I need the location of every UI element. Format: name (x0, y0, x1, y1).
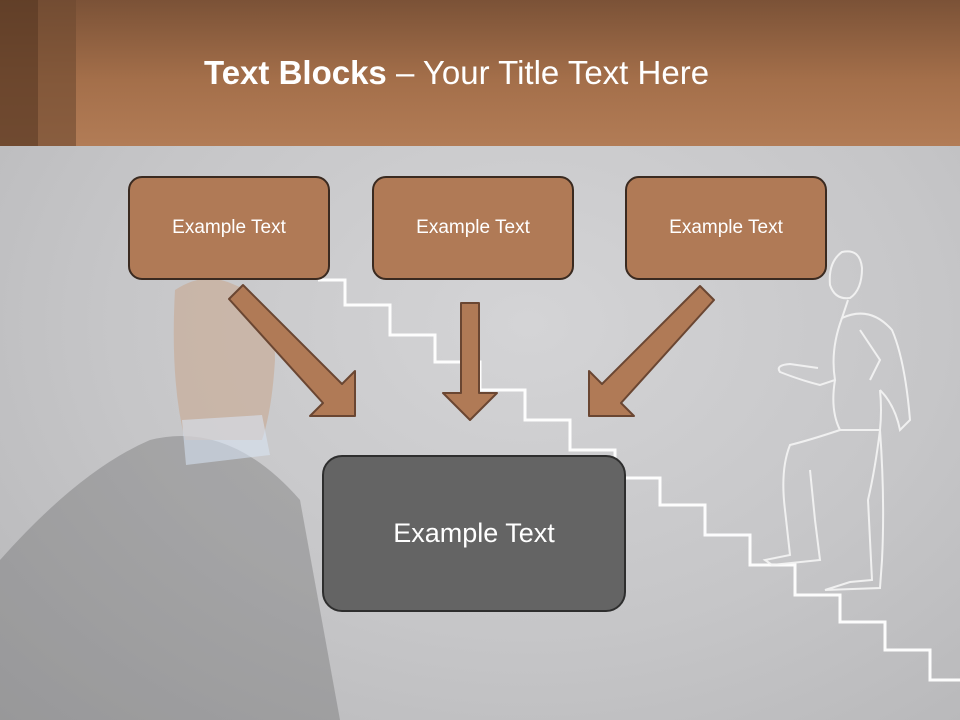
chalk-staircase (318, 278, 960, 682)
slide-title[interactable]: Text Blocks – Your Title Text Here (204, 54, 709, 92)
title-bar-accent-dark (0, 0, 38, 146)
text-block-center[interactable]: Example Text (322, 455, 626, 612)
title-bar-accent-light (38, 0, 76, 146)
text-block-middle[interactable]: Example Text (372, 176, 574, 280)
down-left-arrow-icon (588, 285, 715, 417)
text-block-right-label: Example Text (669, 217, 783, 238)
shirt-cuff-shape (182, 415, 270, 465)
down-right-arrow-icon (228, 284, 356, 417)
chalk-man-sketch (762, 250, 912, 591)
slide-title-rest: – Your Title Text Here (386, 54, 710, 91)
slide-title-bold: Text Blocks (204, 54, 387, 91)
text-block-center-label: Example Text (393, 518, 555, 548)
title-bar: Text Blocks – Your Title Text Here (0, 0, 960, 146)
text-block-middle-label: Example Text (416, 217, 530, 238)
text-block-left[interactable]: Example Text (128, 176, 330, 280)
text-block-right[interactable]: Example Text (625, 176, 827, 280)
text-block-left-label: Example Text (172, 217, 286, 238)
down-arrow-icon (442, 302, 498, 421)
suit-sleeve-shape (0, 436, 340, 720)
